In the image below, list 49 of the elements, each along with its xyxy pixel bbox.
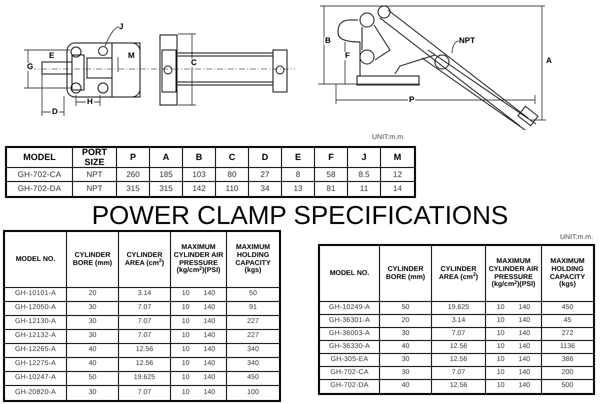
dimension-letter: H <box>86 98 94 106</box>
table-cell: 260 <box>117 168 150 182</box>
table-cell: A <box>150 148 183 168</box>
table-cell: NPT <box>73 182 117 196</box>
table-cell: 81 <box>315 182 348 196</box>
table-cell: C <box>216 148 249 168</box>
table-cell: F <box>315 148 348 168</box>
table-cell: 8.5 <box>348 168 381 182</box>
leader-line <box>452 40 460 54</box>
callout-label: NPT <box>459 35 483 47</box>
dimension-letter: A <box>545 57 553 65</box>
table-cell: 11 <box>348 182 381 196</box>
dimension-letter: C <box>190 59 198 67</box>
table-cell-text: 14 <box>392 183 403 195</box>
leader-line <box>104 26 120 46</box>
table-cell: 58 <box>315 168 348 182</box>
table-cell: GH-702-DA <box>7 182 73 196</box>
table-cell: 80 <box>216 168 249 182</box>
table-cell: 27 <box>249 168 282 182</box>
bolt-hole <box>98 46 108 56</box>
dimension-letter: E <box>48 52 56 60</box>
table-cell: GH-702-CA <box>7 168 73 182</box>
dimension-letter: P <box>408 96 416 104</box>
dimension-letter: B <box>324 37 332 45</box>
table-cell: 110 <box>216 182 249 196</box>
table-cell: 315 <box>150 182 183 196</box>
title: POWER CLAMP SPECIFICATIONS <box>90 202 510 228</box>
dimension-letter: G <box>26 63 34 71</box>
table-cell: 185 <box>150 168 183 182</box>
table-cell: 13 <box>282 182 315 196</box>
table-cell: 8 <box>282 168 315 182</box>
table-cell: E <box>282 148 315 168</box>
table-cell: NPT <box>73 168 117 182</box>
table-cell: P <box>117 148 150 168</box>
table-cell: MODEL <box>7 148 73 168</box>
dimension-letter: M <box>127 52 136 60</box>
table-cell: 142 <box>183 182 216 196</box>
table-cell: J <box>348 148 381 168</box>
callout-label: J <box>119 21 129 33</box>
table-cell: 315 <box>117 182 150 196</box>
table-cell: B <box>183 148 216 168</box>
table-cell: 103 <box>183 168 216 182</box>
dimension-letter: D <box>51 108 59 116</box>
table-cell: M <box>381 148 414 168</box>
table-cell: D <box>249 148 282 168</box>
table-cell: 12 <box>381 168 414 182</box>
table-cell: 34 <box>249 182 282 196</box>
table-cell: PORT SIZE <box>73 148 117 168</box>
dimension-letter: F <box>344 52 351 60</box>
